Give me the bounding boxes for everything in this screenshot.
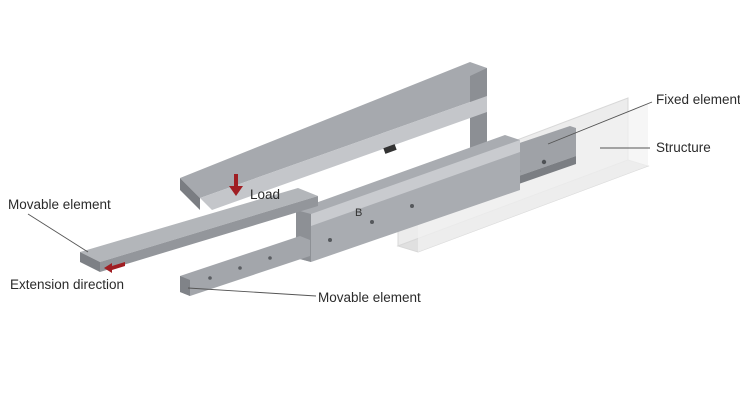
load-arrow — [229, 174, 243, 196]
leader-fixed-element — [547, 101, 653, 145]
leader-lines — [27, 101, 653, 297]
label-structure: Structure — [656, 140, 711, 155]
upper-rail — [180, 62, 487, 210]
leader-movable-left — [27, 213, 89, 253]
extension-direction-arrow — [104, 262, 125, 273]
lower-movable-plate — [80, 188, 318, 296]
label-movable-element-bottom: Movable element — [318, 290, 421, 305]
label-fixed-element: Fixed element — [656, 92, 740, 107]
label-letter-b: B — [355, 207, 363, 219]
leader-movable-bottom — [187, 287, 317, 297]
label-movable-element-left: Movable element — [8, 197, 111, 212]
label-load: Load — [250, 187, 281, 202]
label-extension-direction: Extension direction — [10, 277, 125, 292]
carriage — [296, 135, 520, 262]
